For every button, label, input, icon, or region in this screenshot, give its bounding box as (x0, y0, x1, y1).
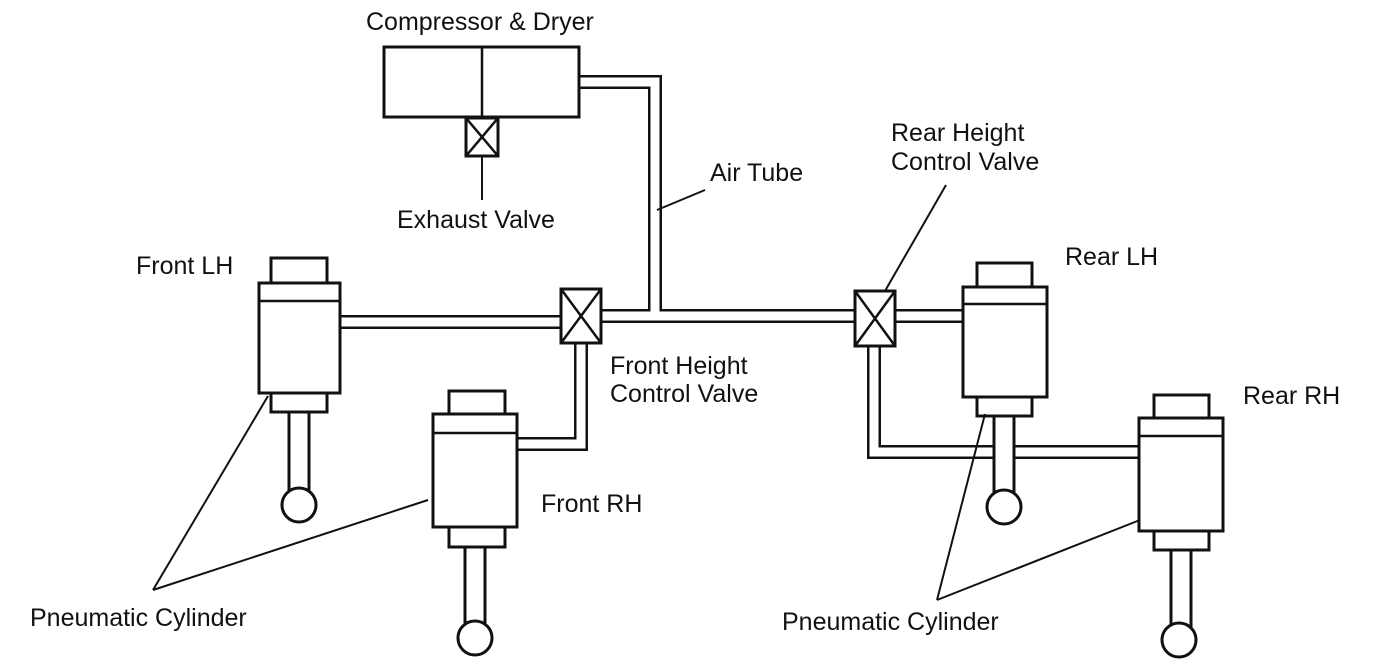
front-lh-label: Front LH (136, 252, 233, 280)
front-height-valve-label-line1: Front Height (610, 352, 748, 380)
rear-rh-pneumatic-cylinder (1137, 393, 1225, 659)
exhaust-valve-icon (464, 116, 500, 200)
air-tube-network (340, 75, 1139, 459)
front-height-control-valve-icon (559, 287, 603, 345)
compressor-dryer-unit (382, 45, 581, 119)
rear-rh-label: Rear RH (1243, 382, 1340, 410)
rear-lh-pneumatic-cylinder (961, 261, 1049, 526)
air-tube-label: Air Tube (710, 159, 803, 187)
exhaust-valve-label: Exhaust Valve (397, 206, 555, 234)
front-rh-label: Front RH (541, 490, 642, 518)
rear-lh-label: Rear LH (1065, 243, 1158, 271)
front-height-valve-label-line2: Control Valve (610, 380, 758, 408)
front-rh-pneumatic-cylinder (431, 389, 519, 657)
rear-height-valve-label-line1: Rear Height (891, 119, 1024, 147)
compressor-dryer-label: Compressor & Dryer (366, 8, 594, 36)
labels: Compressor & Dryer Exhaust Valve Air Tub… (30, 8, 1340, 636)
rear-height-control-valve-icon (853, 184, 947, 348)
front-lh-pneumatic-cylinder (257, 256, 342, 524)
rear-height-valve-label-line2: Control Valve (891, 148, 1039, 176)
pneumatic-cylinder-front-label: Pneumatic Cylinder (30, 604, 247, 632)
leader-lines (152, 189, 1141, 601)
pneumatic-cylinder-rear-label: Pneumatic Cylinder (782, 608, 999, 636)
